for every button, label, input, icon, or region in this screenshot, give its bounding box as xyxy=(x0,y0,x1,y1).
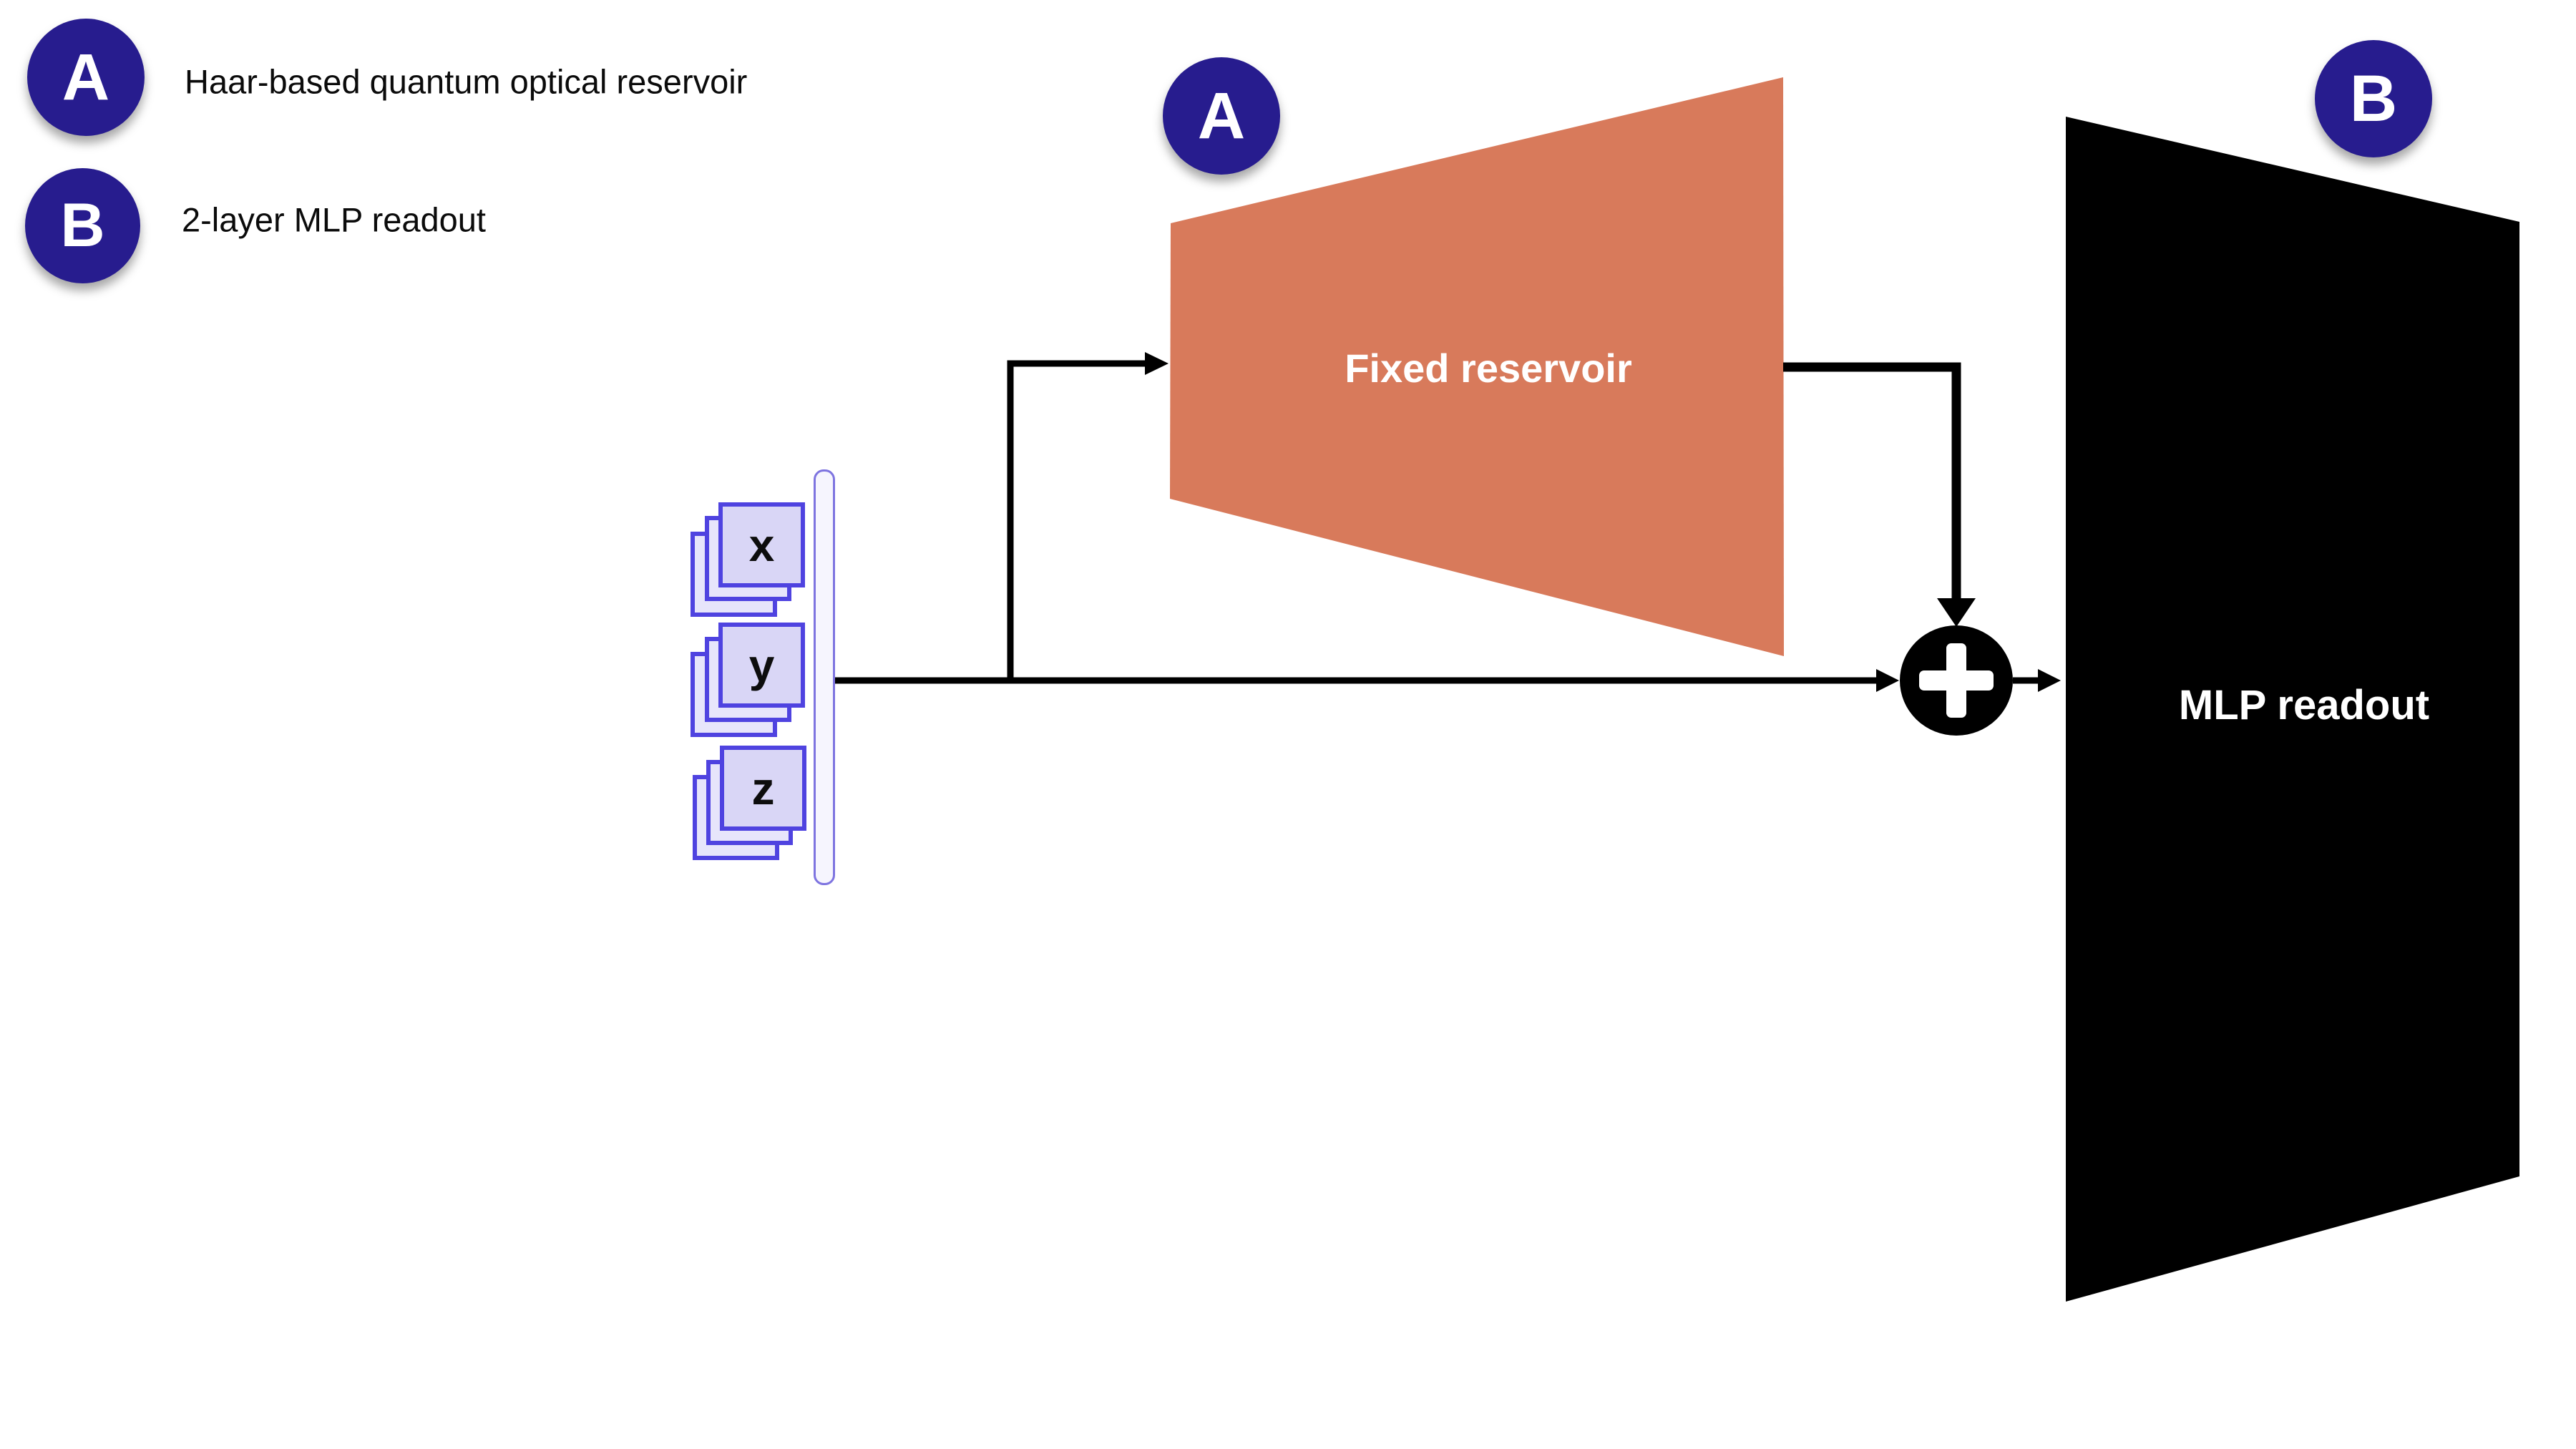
legend-label-b: 2-layer MLP readout xyxy=(182,200,486,239)
stack-card-front: x xyxy=(718,502,805,587)
input-z-label: z xyxy=(751,762,775,814)
stack-card-front: z xyxy=(720,746,806,831)
mlp-readout-shape xyxy=(2066,117,2519,1302)
reservoir-badge-a: A xyxy=(1163,57,1280,175)
input-x-label: x xyxy=(748,519,775,571)
arrow-reservoir-to-sum-line xyxy=(1783,362,1961,600)
fixed-reservoir-shape xyxy=(1170,77,1784,656)
legend-badge-a-letter: A xyxy=(62,40,110,114)
fixed-reservoir-label: Fixed reservoir xyxy=(1345,346,1632,391)
input-stack-bracket xyxy=(814,469,835,885)
readout-badge-b: B xyxy=(2315,40,2432,157)
sum-plus-icon xyxy=(1919,643,1994,718)
legend-badge-b: B xyxy=(25,168,140,283)
readout-badge-b-letter: B xyxy=(2349,62,2398,135)
legend-badge-b-letter: B xyxy=(60,191,105,260)
input-y-label: y xyxy=(748,639,775,691)
sum-node xyxy=(1900,625,2013,736)
reservoir-badge-a-letter: A xyxy=(1197,79,1246,152)
legend-badge-a: A xyxy=(27,19,145,136)
arrow-input-to-reservoir-line xyxy=(1007,360,1145,680)
legend-label-a: Haar-based quantum optical reservoir xyxy=(185,62,748,101)
arrow-input-to-reservoir-head xyxy=(1145,352,1169,375)
arrow-sum-to-readout-head xyxy=(2038,669,2061,692)
stack-card-front: y xyxy=(718,623,805,708)
arrow-input-to-sum-head xyxy=(1876,669,1899,692)
mlp-readout-label: MLP readout xyxy=(2178,682,2430,728)
arrow-reservoir-to-sum-head xyxy=(1937,598,1976,627)
